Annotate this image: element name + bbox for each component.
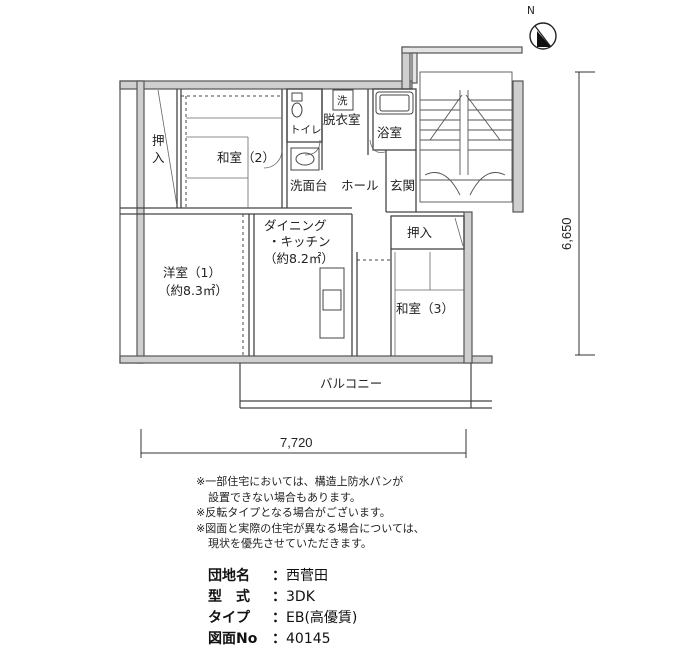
label-yokushitsu: 浴室 <box>377 125 402 140</box>
label-genkan: 玄関 <box>390 178 415 193</box>
note-1-cont: 設置できない場合もあります。 <box>208 490 361 504</box>
width-dimension <box>140 429 467 458</box>
type-row: 型 式 ： 3DK <box>208 587 357 608</box>
tatami-edges <box>181 95 391 356</box>
interior-walls <box>120 88 465 356</box>
note-2: ※反転タイプとなる場合がございます。 <box>196 506 391 519</box>
bathtub-icon <box>375 91 414 115</box>
note-3: ※図面と実際の住宅が異なる場合については、 <box>196 521 425 535</box>
label-washitsu-2: 和室（2） <box>217 150 275 165</box>
drawing-row: 図面No ： 40145 <box>208 629 357 650</box>
north-compass-icon: N <box>527 5 557 50</box>
subtype-sep: ： <box>272 610 286 626</box>
label-youshitsu-1-area: （約8.3㎡） <box>158 283 228 298</box>
label-dining-line1: ダイニング <box>264 218 327 233</box>
compass-label: N <box>527 5 535 17</box>
note-1: ※一部住宅においては、構造上防水パンが <box>196 475 404 488</box>
subtype-key: タイプ <box>208 610 250 626</box>
label-dining-line3: （約8.2㎡） <box>264 251 334 266</box>
subtype-value: EB(高優賃) <box>286 610 358 626</box>
label-dining-line2: ・キッチン <box>268 234 331 249</box>
tatami-mats <box>186 117 464 356</box>
door-swings <box>263 139 386 169</box>
toilet-icon <box>291 92 303 118</box>
height-dimension-label: 6,650 <box>559 217 574 250</box>
drawing-key: 図面No <box>208 631 258 647</box>
type-sep: ： <box>272 589 286 605</box>
floor-plan: N <box>119 5 595 458</box>
label-washitsu-3: 和室（3） <box>396 301 454 316</box>
label-hall: ホール <box>341 178 379 193</box>
label-oshiire-1a: 押 <box>152 133 165 148</box>
label-oshiire-1b: 入 <box>152 150 165 165</box>
height-dimension <box>575 71 595 356</box>
closet-marks <box>157 89 464 247</box>
label-senmendai: 洗面台 <box>290 178 328 193</box>
notes: ※一部住宅においては、構造上防水パンが 設置できない場合もあります。 ※反転タイ… <box>196 474 496 552</box>
label-oshiire-2: 押入 <box>407 225 433 240</box>
kitchen-counter <box>319 267 345 339</box>
estate-key: 団地名 <box>208 568 250 584</box>
type-key: 型 式 <box>208 589 250 605</box>
estate-sep: ： <box>272 568 286 584</box>
wash-basin-icon <box>290 147 320 171</box>
subtype-row: タイプ ： EB(高優賃) <box>208 608 357 629</box>
note-3-cont: 現状を優先させていただきます。 <box>208 537 372 550</box>
label-youshitsu-1: 洋室（1） <box>163 265 221 280</box>
balcony <box>239 363 492 409</box>
washer-icon <box>332 89 354 111</box>
label-datsuishitsu: 脱衣室 <box>323 112 361 127</box>
width-dimension-label: 7,720 <box>280 435 313 450</box>
property-info: 団地名 ： 西菅田 型 式 ： 3DK タイプ ： EB(高優賃) 図面No ：… <box>208 566 357 650</box>
label-toilet: トイレ <box>290 124 322 136</box>
type-value: 3DK <box>286 589 315 605</box>
label-balcony: バルコニー <box>320 376 382 391</box>
estate-value: 西菅田 <box>286 568 328 584</box>
stairs <box>419 71 513 203</box>
outer-walls <box>119 46 524 364</box>
drawing-value: 40145 <box>286 631 331 647</box>
drawing-sep: ： <box>272 631 286 647</box>
label-wash-mark: 洗 <box>337 95 348 107</box>
estate-row: 団地名 ： 西菅田 <box>208 566 357 587</box>
